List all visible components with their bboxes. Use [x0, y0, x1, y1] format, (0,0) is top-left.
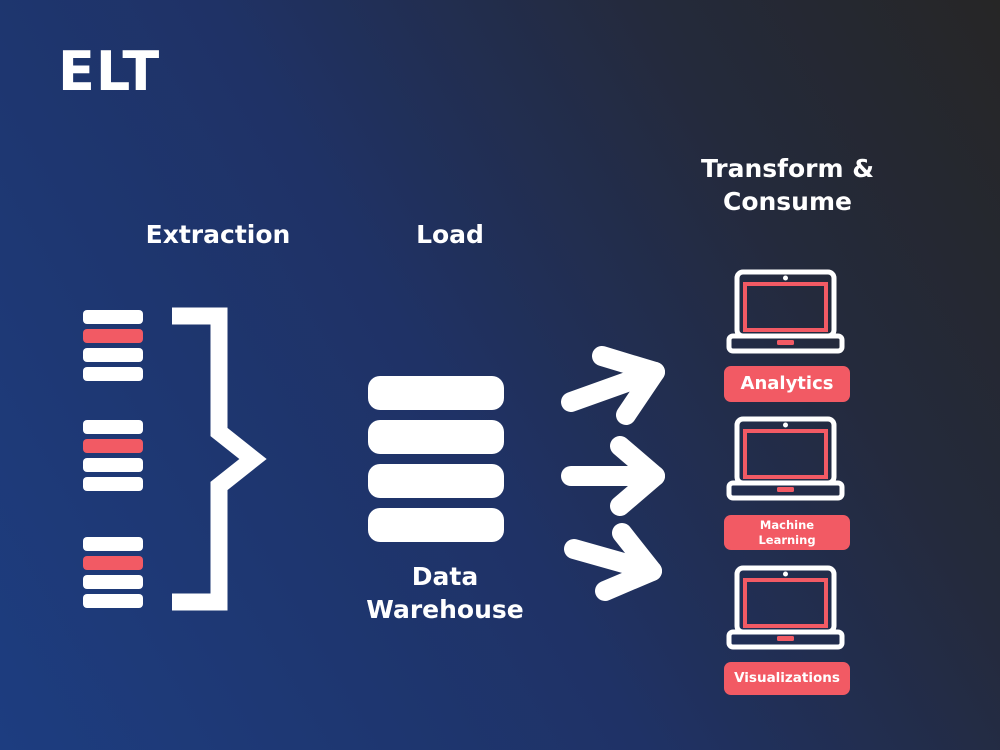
extraction-label: Extraction — [145, 220, 291, 249]
table-row-bar — [83, 367, 143, 381]
database-disk — [368, 376, 504, 410]
table-row-bar-highlight — [83, 556, 143, 570]
database-disk — [368, 464, 504, 498]
database-disk — [368, 420, 504, 454]
laptop-icon — [726, 269, 845, 354]
machine-learning-label: Machine Learning — [758, 518, 816, 547]
table-row-bar — [83, 458, 143, 472]
transform-label-line: Transform & — [700, 154, 875, 183]
table-row-bar — [83, 420, 143, 434]
table-row-bar — [83, 575, 143, 589]
database-disk — [368, 508, 504, 542]
table-row-bar — [83, 537, 143, 551]
diagram-title: ELT — [58, 40, 161, 103]
table-row-bar-highlight — [83, 439, 143, 453]
table-row-bar — [83, 477, 143, 491]
data-warehouse-label: Data Warehouse — [345, 560, 545, 626]
warehouse-label-line: Data — [411, 562, 479, 591]
arrow-right-icon — [561, 436, 665, 516]
warehouse-label-line: Warehouse — [366, 595, 524, 624]
load-label: Load — [416, 220, 484, 249]
transform-label-line: Consume — [722, 187, 852, 216]
laptop-icon — [726, 565, 845, 650]
transform-consume-label: Transform & Consume — [660, 152, 915, 218]
table-row-bar-highlight — [83, 329, 143, 343]
analytics-badge: Analytics — [724, 366, 850, 402]
brace-icon — [172, 307, 267, 611]
table-row-bar — [83, 348, 143, 362]
table-row-bar — [83, 310, 143, 324]
arrow-right-icon — [564, 523, 662, 601]
machine-learning-badge: Machine Learning — [724, 515, 850, 550]
table-row-bar — [83, 594, 143, 608]
visualizations-badge: Visualizations — [724, 662, 850, 695]
laptop-icon — [726, 416, 845, 501]
arrow-right-icon — [561, 346, 665, 425]
